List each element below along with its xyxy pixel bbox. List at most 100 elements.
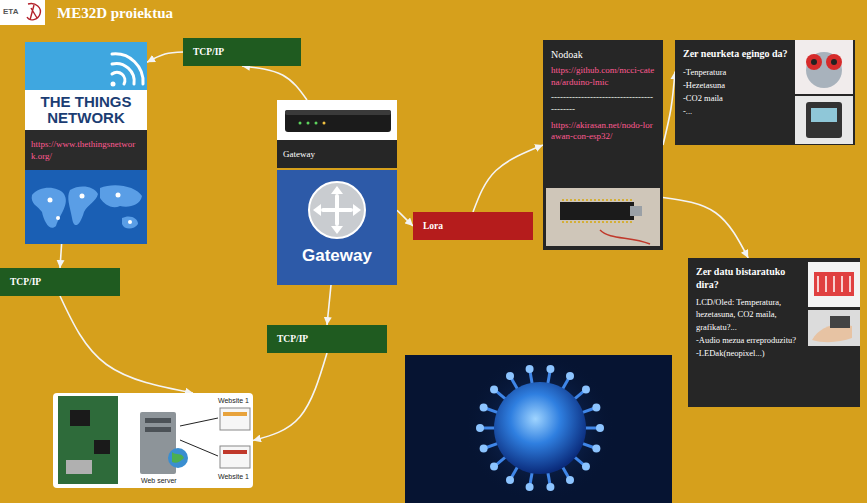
virus-spike-tip: [526, 483, 534, 491]
website-icon: [220, 408, 250, 430]
virus-spike: [530, 369, 533, 385]
globe: [168, 448, 188, 468]
virus-spike: [494, 389, 506, 399]
website-bar: [223, 412, 247, 416]
virus-spike: [530, 471, 533, 487]
web-server-card: Website 1Web serverWebsite 1: [53, 393, 253, 488]
virus-spike-tip: [592, 403, 600, 411]
display-images: [808, 262, 860, 346]
node-text: -...: [683, 105, 793, 117]
virus-spike-tip: [490, 385, 498, 393]
usb-port: [630, 206, 642, 216]
virus-spike: [484, 443, 499, 448]
wifi-icon: [111, 54, 144, 87]
wifi-arc: [112, 72, 125, 84]
virus-spike: [581, 443, 596, 448]
node-text: LCD/Oled: Temperatura, hezetasuna, CO2 m…: [696, 296, 804, 333]
continent: [122, 216, 138, 228]
image-ground: [795, 96, 853, 144]
virus-spike-tip: [566, 372, 574, 380]
virus-body: [494, 382, 586, 474]
connector-arrow: [663, 72, 675, 146]
globe-land: [172, 452, 184, 463]
node-heading: Zer neurketa egingo da?: [683, 48, 793, 61]
virus-spike-tip: [566, 476, 574, 484]
virus-spike-tip: [546, 483, 554, 491]
cartoon-pupil: [811, 59, 817, 65]
wifi-dot: [111, 82, 116, 87]
image-ground: [808, 262, 860, 307]
node-heading: Gateway: [281, 246, 393, 266]
arrow-head: [331, 226, 343, 234]
link-arrow: [180, 418, 218, 456]
virus-spike: [562, 376, 570, 390]
node-text: Website 1: [218, 473, 249, 480]
virus-glow: [465, 353, 615, 503]
continent: [100, 185, 142, 207]
node-text: -LEDak(neopixel...): [696, 347, 804, 359]
connector-arrow: [60, 296, 193, 393]
node-text: -Audio mezua erreproduzitu?: [696, 334, 804, 346]
arrow-head: [353, 204, 361, 216]
continent: [32, 188, 66, 228]
question-card: Zer neurketa egingo da?-Tenperatura-Heze…: [675, 40, 855, 145]
text-band: THE THINGS NETWORKhttps://www.thethingsn…: [25, 90, 147, 170]
question-card: Zer datu bistaratuko dira?LCD/Oled: Temp…: [688, 258, 860, 407]
connector-arrow: [663, 198, 748, 259]
cartoon-face: [806, 52, 842, 88]
virus-spike-tip: [582, 463, 590, 471]
connector-arrow: [60, 244, 62, 268]
oled-device: [830, 316, 850, 328]
logo-text: ETA: [3, 7, 18, 16]
gateway-circle: [309, 182, 365, 238]
node-text: https://www.thethingsnetwork.org/: [25, 130, 147, 170]
hand: [812, 325, 852, 343]
virus-spikes: [476, 365, 604, 491]
wifi-arc: [112, 64, 134, 84]
gateway-symbol-card: Gateway: [277, 170, 397, 285]
virus-spike-tip: [480, 403, 488, 411]
router-led: [315, 122, 318, 125]
map-dot: [80, 194, 85, 199]
connector: [66, 460, 92, 474]
cartoon-eye: [806, 54, 822, 70]
logo: [0, 0, 45, 25]
gateway-symbol: [309, 182, 365, 238]
virus-spike-tip: [490, 463, 498, 471]
virus-spike: [510, 466, 518, 480]
node-heading: Gateway: [277, 140, 397, 168]
connector-arrow: [327, 285, 331, 325]
cartoon-pupil: [831, 59, 837, 65]
virus-spike: [562, 466, 570, 480]
server-bay: [145, 418, 171, 423]
node-heading: TCP/IP: [277, 334, 308, 344]
wire: [600, 230, 650, 244]
wifi-arc: [112, 54, 143, 84]
website-icon: [220, 446, 250, 468]
logo-figure: [27, 4, 40, 20]
virus-spike-tip: [480, 445, 488, 453]
router-led: [299, 122, 302, 125]
virus-spike: [584, 427, 600, 430]
sensor-screen: [811, 108, 837, 122]
virus-spike: [510, 376, 518, 390]
sensor-device: [806, 102, 842, 138]
virus-spike: [548, 369, 551, 385]
gateway-arrows: [323, 196, 351, 224]
node-text: -CO2 maila: [683, 92, 793, 104]
circuit-board: [58, 396, 118, 484]
node-heading: TCP/IP: [193, 47, 224, 57]
router-led: [323, 122, 326, 125]
image-band: [277, 100, 397, 140]
network-card: THE THINGS NETWORKhttps://www.thethingsn…: [25, 42, 147, 244]
title: ME32D proiektua: [57, 5, 173, 22]
breadboard: [546, 188, 660, 246]
node-heading: THE THINGS NETWORK: [25, 90, 147, 130]
connector-arrow: [473, 145, 543, 212]
server-bay: [145, 427, 171, 432]
arrow-head: [331, 186, 343, 194]
connector-arrow: [397, 210, 413, 226]
nodes-card: Nodoakhttps://github.com/mcci-catena/ard…: [543, 40, 663, 250]
virus-spike-tip: [476, 424, 484, 432]
continent: [68, 187, 98, 226]
